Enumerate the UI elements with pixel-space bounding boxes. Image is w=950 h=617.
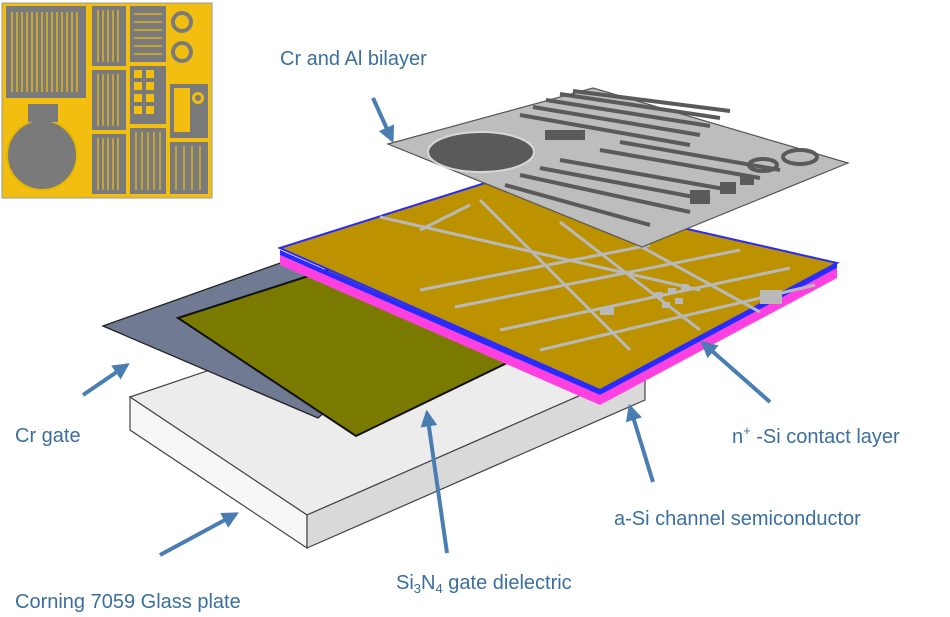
label-glass-plate: Corning 7059 Glass plate (15, 591, 241, 613)
label-cr-al-bilayer: Cr and Al bilayer (280, 48, 427, 70)
annotation-arrows (81, 97, 772, 557)
cr-al-bilayer-layer (386, 87, 850, 248)
label-n-plus-si-contact: n+ -Si contact layer (732, 423, 900, 448)
label-cr-gate: Cr gate (15, 425, 81, 447)
arrow-cr-al-bilayer (371, 97, 395, 144)
label-si3n4-dielectric: Si3N4 gate dielectric (396, 572, 572, 596)
arrow-n-plus-si (700, 340, 772, 404)
arrow-glass (159, 512, 239, 557)
mask-layout-thumbnail (1, 2, 213, 199)
arrow-cr-gate (81, 363, 130, 397)
arrow-a-si (625, 403, 655, 483)
contact-and-channel-layers (277, 181, 840, 405)
label-a-si-channel: a-Si channel semiconductor (614, 508, 861, 530)
arrow-si3n4 (420, 409, 449, 554)
